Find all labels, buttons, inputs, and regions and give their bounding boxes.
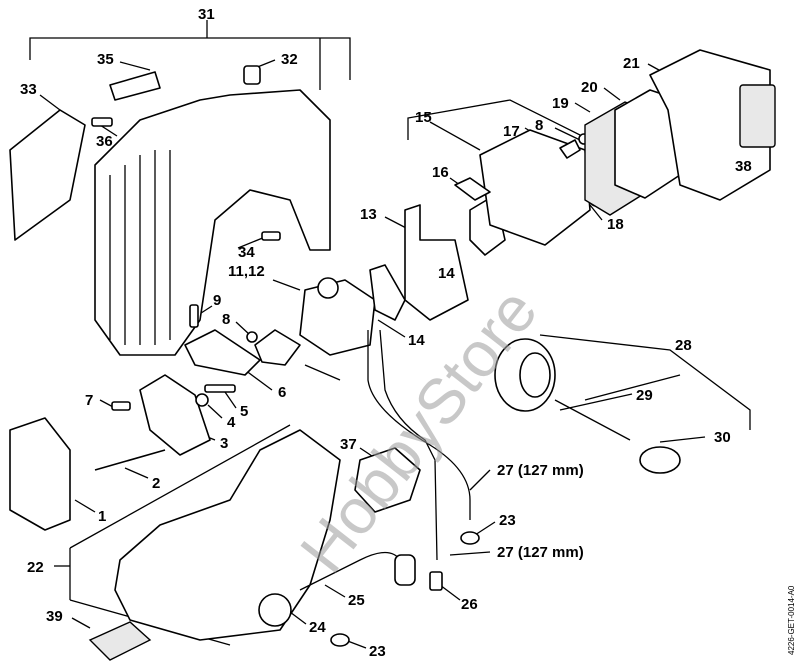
callout-17: 17 xyxy=(503,123,520,140)
callout-26: 26 xyxy=(461,596,478,613)
part-11-12-carburetor xyxy=(299,279,376,356)
callout-38: 38 xyxy=(735,158,752,175)
callout-1: 1 xyxy=(98,508,106,525)
callout-5: 5 xyxy=(240,403,248,420)
callout-35: 35 xyxy=(97,51,114,68)
part-27-fuel-line-b xyxy=(379,329,438,561)
part-33-cover xyxy=(9,109,86,241)
part-36-screw xyxy=(91,117,113,127)
callout-19: 19 xyxy=(552,95,569,112)
drawing-code: 4226-GET-0014-A0 xyxy=(787,585,796,655)
callout-37: 37 xyxy=(340,436,357,453)
part-3-mount xyxy=(139,374,211,456)
callout-25: 25 xyxy=(348,592,365,609)
callout-7: 7 xyxy=(85,392,93,409)
part-9-screw xyxy=(189,304,199,328)
callout-18: 18 xyxy=(607,216,624,233)
part-37-label xyxy=(354,447,421,513)
callout-21: 21 xyxy=(623,55,640,72)
callout-23-lower: 23 xyxy=(369,643,386,660)
callout-14-lower: 14 xyxy=(408,332,425,349)
part-24-tank-cap xyxy=(258,593,292,627)
part-7-screw xyxy=(111,401,131,411)
callout-32: 32 xyxy=(281,51,298,68)
part-10-gasket xyxy=(254,329,301,366)
part-17-spring xyxy=(559,139,581,159)
part-34-screw xyxy=(261,231,281,241)
callout-13: 13 xyxy=(360,206,377,223)
part-shapes xyxy=(9,49,776,661)
callout-22: 22 xyxy=(27,559,44,576)
callout-labels: 31 32 35 33 36 34 9 8 11,12 13 14 14 15 … xyxy=(20,6,752,660)
callout-27-lower: 27 (127 mm) xyxy=(497,544,584,561)
callout-28: 28 xyxy=(675,337,692,354)
callout-3: 3 xyxy=(220,435,228,452)
part-31-shroud xyxy=(94,89,331,356)
part-23-plug-lower xyxy=(330,633,350,647)
part-16-lever xyxy=(454,177,491,201)
part-26-fitting xyxy=(429,571,443,591)
part-29-rope xyxy=(554,399,631,441)
part-8-washer xyxy=(246,331,258,343)
part-35-label xyxy=(109,71,161,101)
callout-36: 36 xyxy=(96,133,113,150)
callout-20: 20 xyxy=(581,79,598,96)
part-30-grip xyxy=(639,446,681,474)
callout-34: 34 xyxy=(238,244,255,261)
callout-31: 31 xyxy=(198,6,215,23)
callout-30: 30 xyxy=(714,429,731,446)
part-5-screw xyxy=(204,384,236,393)
part-39-pad xyxy=(88,621,152,661)
callout-11-12: 11,12 xyxy=(228,263,265,280)
callout-6: 6 xyxy=(278,384,286,401)
part-27-fuel-line-a xyxy=(367,330,471,520)
callout-23-upper: 23 xyxy=(499,512,516,529)
callout-33: 33 xyxy=(20,81,37,98)
callout-39: 39 xyxy=(46,608,63,625)
part-22-fuel-tank xyxy=(114,429,341,641)
callout-24: 24 xyxy=(309,619,326,636)
part-14-gasket-lower xyxy=(369,264,406,321)
callout-2: 2 xyxy=(152,475,160,492)
part-23-plug-upper xyxy=(460,531,480,545)
callout-29: 29 xyxy=(636,387,653,404)
part-15-filter-base xyxy=(479,129,591,246)
callout-9: 9 xyxy=(213,292,221,309)
callout-8-upper: 8 xyxy=(535,117,543,134)
part-13-plate xyxy=(404,204,469,321)
part-4-washer xyxy=(195,393,209,407)
callout-4: 4 xyxy=(227,414,236,431)
callout-27-upper: 27 (127 mm) xyxy=(497,462,584,479)
part-38-grille xyxy=(739,84,776,148)
part-32-sleeve xyxy=(243,65,261,85)
callout-16: 16 xyxy=(432,164,449,181)
part-2-bolt xyxy=(94,449,166,471)
part-6-bracket xyxy=(184,329,261,376)
callout-8: 8 xyxy=(222,311,230,328)
callout-14-upper: 14 xyxy=(438,265,455,282)
part-1-plate xyxy=(9,417,71,531)
callout-15: 15 xyxy=(415,109,432,126)
